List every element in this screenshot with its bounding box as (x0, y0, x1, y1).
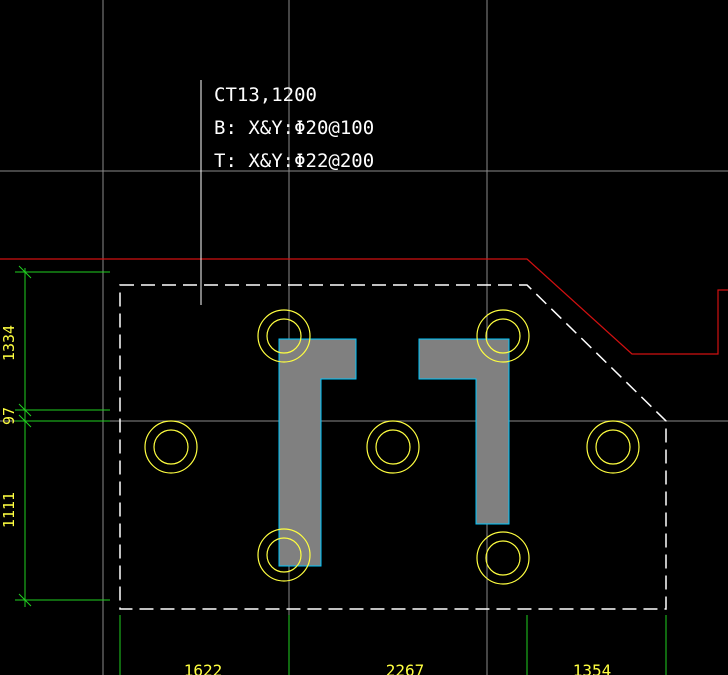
pile (476, 531, 530, 585)
dimension-left-1: 1334 (0, 325, 18, 361)
dimension-left-3: 1111 (0, 492, 18, 528)
pile (586, 420, 640, 474)
dimension-bottom-2: 2267 (386, 661, 425, 675)
dimension-bottom-1: 1622 (184, 661, 223, 675)
bottom-dimension-chain (119, 615, 667, 675)
dimension-left-2: 97 (0, 407, 18, 425)
pile (257, 528, 311, 582)
left-dimension-chain (15, 265, 110, 607)
piles (144, 309, 640, 585)
pile (257, 309, 311, 363)
wall-left-L (278, 338, 357, 567)
pile (144, 420, 198, 474)
annotation-line-1: CT13,1200 (214, 84, 317, 106)
annotation-line-2: B: X&Y:Φ20@100 (214, 117, 374, 139)
wall-right-L (418, 338, 510, 525)
pile-cap-outline (119, 284, 667, 610)
pile (366, 420, 420, 474)
annotation-line-3: T: X&Y:Φ22@200 (214, 150, 374, 172)
red-boundary-line (0, 258, 728, 355)
pile (476, 309, 530, 363)
dimension-bottom-3: 1354 (573, 661, 612, 675)
